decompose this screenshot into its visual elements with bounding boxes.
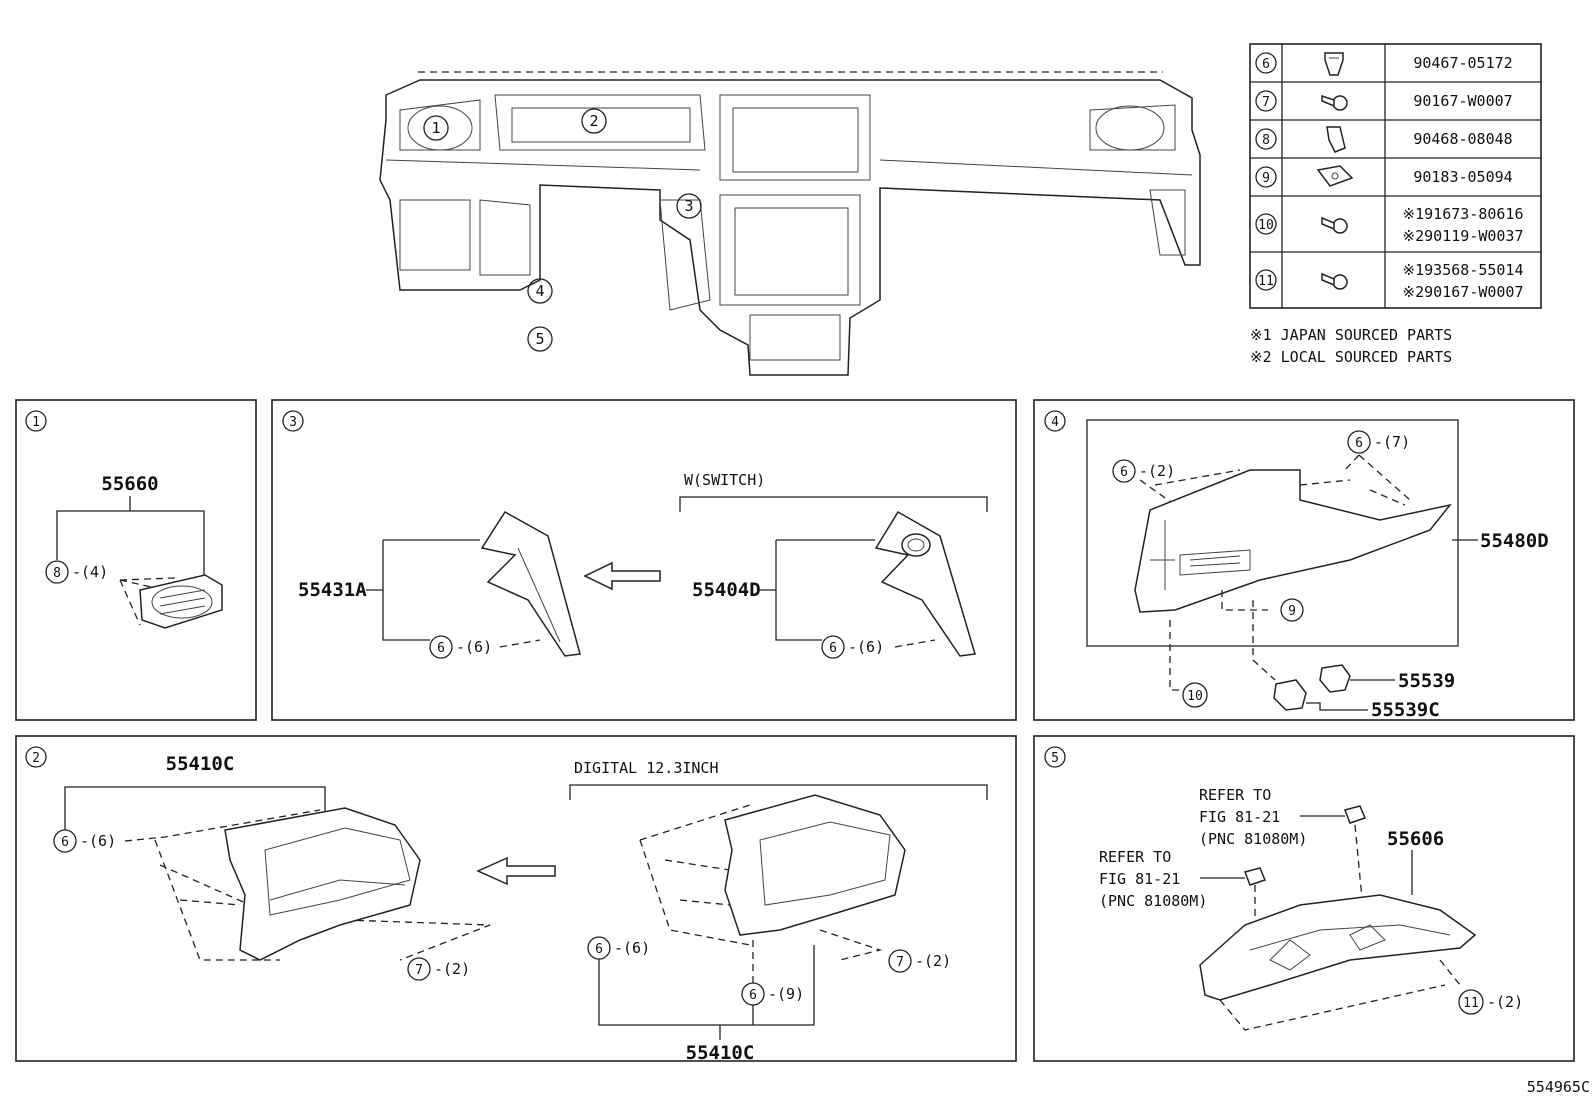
svg-text:FIG 81-21: FIG 81-21 (1099, 870, 1180, 888)
svg-text:6: 6 (1355, 436, 1363, 451)
svg-text:(PNC 81080M): (PNC 81080M) (1099, 892, 1207, 910)
meter-hood-part (224, 807, 421, 961)
screw-icon (1321, 272, 1348, 290)
svg-text:FIG 81-21: FIG 81-21 (1199, 808, 1280, 826)
svg-text:-(2): -(2) (1139, 462, 1175, 480)
part-number-55431a: 55431A (298, 579, 367, 601)
svg-text:2: 2 (32, 751, 40, 766)
meter-hood-digital-part (724, 794, 906, 936)
clip-icon (1324, 52, 1344, 76)
note-japan-sourced: ※1 JAPAN SOURCED PARTS (1250, 326, 1452, 344)
svg-text:8: 8 (1262, 133, 1270, 148)
screw-icon (1321, 216, 1348, 234)
left-arrow-icon (583, 561, 661, 591)
svg-text:6: 6 (595, 942, 603, 957)
panel-1: 1 55660 8 -(4) (15, 399, 257, 721)
svg-text:1: 1 (32, 415, 40, 430)
svg-text:-(2): -(2) (1487, 993, 1523, 1011)
svg-text:6: 6 (1262, 57, 1270, 72)
diagram-id: 554965C (1527, 1078, 1590, 1096)
svg-text:(PNC 81080M): (PNC 81080M) (1199, 830, 1307, 848)
svg-text:-(4): -(4) (72, 563, 108, 581)
svg-text:5: 5 (1051, 751, 1059, 766)
svg-text:9: 9 (1288, 604, 1296, 619)
svg-text:-(6): -(6) (456, 638, 492, 656)
svg-text:6: 6 (829, 641, 837, 656)
instrument-panel-overview (379, 71, 1201, 376)
panel-4: 4 6 -(2) 6 -(7) 55480D 9 10 55539 55539C (1033, 399, 1575, 721)
svg-text:7: 7 (1262, 95, 1270, 110)
svg-text:11: 11 (1463, 996, 1479, 1011)
svg-text:8: 8 (53, 566, 61, 581)
part-number-55606: 55606 (1387, 828, 1444, 850)
variant-label-digital: DIGITAL 12.3INCH (574, 759, 719, 777)
svg-text:7: 7 (415, 963, 423, 978)
overview-callouts: 1 2 3 4 5 (423, 108, 702, 352)
svg-text:※193568-55014: ※193568-55014 (1403, 261, 1524, 279)
part-number-55539: 55539 (1398, 670, 1455, 692)
svg-text:4: 4 (1051, 415, 1059, 430)
svg-text:-(7): -(7) (1374, 433, 1410, 451)
note-local-sourced: ※2 LOCAL SOURCED PARTS (1250, 348, 1452, 366)
svg-text:90183-05094: 90183-05094 (1413, 168, 1512, 186)
svg-text:-(6): -(6) (80, 832, 116, 850)
svg-text:※191673-80616: ※191673-80616 (1403, 205, 1524, 223)
connector-part-1 (1344, 805, 1367, 824)
variant-label-switch: W(SWITCH) (684, 471, 765, 489)
reference-note-2: REFER TO (1099, 848, 1171, 866)
part-number-55404d: 55404D (692, 579, 761, 601)
panel-2: 2 55410C 6 -(6) 7 -(2) DIGITAL 12.3INCH … (15, 735, 1017, 1064)
part-number-55410c-right: 55410C (686, 1042, 755, 1064)
svg-text:9: 9 (1262, 171, 1270, 186)
left-arrow-icon (476, 856, 556, 886)
svg-text:-(2): -(2) (915, 952, 951, 970)
svg-text:90167-W0007: 90167-W0007 (1413, 92, 1512, 110)
svg-text:10: 10 (1258, 218, 1274, 233)
svg-text:90468-08048: 90468-08048 (1413, 130, 1512, 148)
svg-text:3: 3 (289, 415, 297, 430)
panel-3: 3 55431A 6 -(6) W(SWITCH) 55404D 6 -(6) (271, 399, 1017, 721)
a-pillar-garnish-switch-part (874, 510, 976, 657)
svg-text:-(2): -(2) (434, 960, 470, 978)
panel-5: 5 REFER TO FIG 81-21 (PNC 81080M) REFER … (1033, 735, 1575, 1062)
svg-text:7: 7 (896, 955, 904, 970)
svg-text:5: 5 (535, 330, 544, 348)
lower-panel-part (1134, 469, 1452, 613)
part-number-55410c-left: 55410C (166, 753, 235, 775)
clip-part-55539c (1273, 679, 1307, 711)
svg-text:-(9): -(9) (768, 985, 804, 1003)
connector-part-2 (1244, 867, 1267, 886)
nut-icon (1316, 165, 1354, 187)
svg-text:6: 6 (1120, 465, 1128, 480)
part-number-55480d: 55480D (1480, 530, 1549, 552)
clip-part-55539 (1319, 664, 1351, 693)
svg-text:11: 11 (1258, 274, 1274, 289)
part-number-55539c: 55539C (1371, 699, 1440, 721)
clip-icon (1326, 126, 1346, 153)
svg-text:-(6): -(6) (848, 638, 884, 656)
svg-text:90467-05172: 90467-05172 (1413, 54, 1512, 72)
reference-note-1: REFER TO (1199, 786, 1271, 804)
screw-icon (1321, 94, 1348, 111)
svg-text:6: 6 (749, 988, 757, 1003)
svg-text:1: 1 (431, 119, 440, 137)
svg-text:4: 4 (535, 282, 544, 300)
svg-text:6: 6 (61, 835, 69, 850)
svg-text:※290119-W0037: ※290119-W0037 (1403, 227, 1524, 245)
svg-text:※290167-W0007: ※290167-W0007 (1403, 283, 1524, 301)
fastener-table: 6 90467-05172 7 90167-W0007 8 90468-0804… (1249, 43, 1542, 309)
svg-text:10: 10 (1187, 689, 1203, 704)
lower-cover-part (1199, 894, 1477, 1001)
svg-text:2: 2 (589, 112, 598, 130)
part-number-55660: 55660 (101, 473, 158, 495)
air-vent-part (139, 574, 223, 629)
svg-text:-(6): -(6) (614, 939, 650, 957)
svg-text:3: 3 (684, 197, 693, 215)
a-pillar-garnish-part (480, 511, 581, 657)
svg-text:6: 6 (437, 641, 445, 656)
